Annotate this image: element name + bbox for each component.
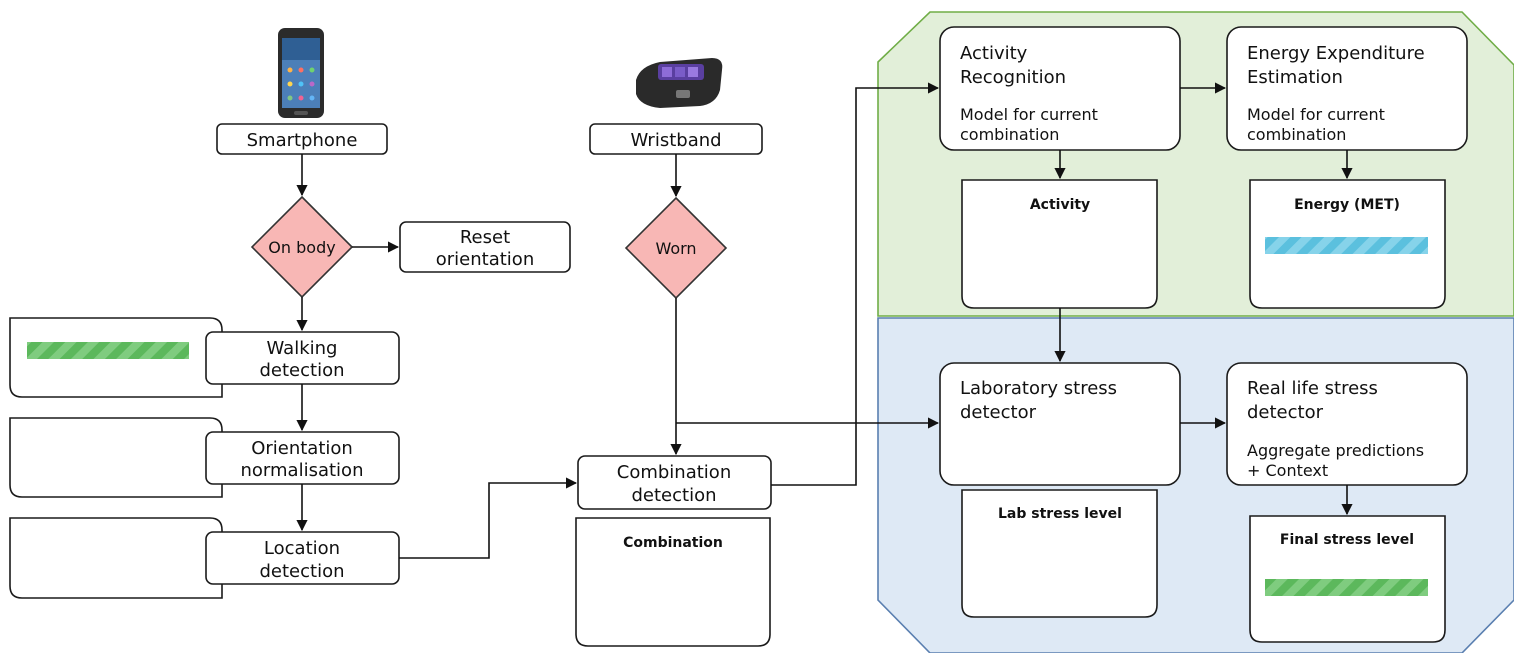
real-sub1: Aggregate predictions — [1247, 441, 1424, 460]
final-stress-output-label: Final stress level — [1280, 532, 1414, 548]
energy-expenditure-node: Energy Expenditure Estimation Model for … — [1226, 26, 1468, 151]
activity-line2: Recognition — [960, 67, 1066, 88]
real-life-stress-detector-node: Real life stress detector Aggregate pred… — [1226, 362, 1468, 486]
connectors — [296, 82, 1353, 559]
orientation-line1: Orientation — [251, 438, 353, 459]
worn-label: Worn — [655, 239, 696, 258]
reset-line2: orientation — [436, 249, 534, 270]
on-body-decision: On body — [250, 195, 354, 299]
energy-sub1: Model for current — [1247, 105, 1385, 124]
combination-output-label: Combination — [623, 535, 723, 551]
smartphone-icon — [278, 28, 324, 118]
walking-line2: detection — [259, 360, 344, 381]
wristband-label: Wristband — [630, 130, 721, 151]
final-stress-progress-bar — [1265, 579, 1428, 596]
lab-line1: Laboratory stress — [960, 378, 1117, 399]
activity-output-label: Activity — [1030, 197, 1090, 213]
activity-recognition-node: Activity Recognition Model for current c… — [939, 26, 1181, 151]
wristband-icon — [636, 58, 723, 108]
real-line2: detector — [1247, 402, 1324, 423]
edge-location-combination — [399, 477, 578, 559]
location-detection-node: Location detection — [205, 531, 400, 585]
location-line1: Location — [264, 538, 340, 559]
combination-output-card: Combination — [575, 517, 771, 647]
real-sub2: + Context — [1247, 461, 1328, 480]
energy-progress-bar — [1265, 237, 1428, 254]
orientation-output-card — [9, 417, 223, 498]
activity-sub1: Model for current — [960, 105, 1098, 124]
edge-combination-activity — [771, 82, 940, 486]
reset-orientation-node: Reset orientation — [399, 221, 571, 273]
energy-line1: Energy Expenditure — [1247, 43, 1425, 64]
smartphone-node: Smartphone — [216, 123, 388, 155]
final-stress-output-card: Final stress level — [1249, 515, 1446, 643]
energy-output-card: Energy (MET) — [1249, 179, 1446, 309]
energy-output-label: Energy (MET) — [1294, 197, 1400, 213]
walking-progress-bar — [27, 342, 189, 359]
energy-line2: Estimation — [1247, 67, 1343, 88]
wristband-node: Wristband — [589, 123, 763, 155]
worn-decision: Worn — [624, 196, 728, 300]
orientation-line2: normalisation — [241, 460, 364, 481]
energy-sub2: combination — [1247, 125, 1346, 144]
lab-line2: detector — [960, 402, 1037, 423]
real-line1: Real life stress — [1247, 378, 1378, 399]
lab-stress-output-card: Lab stress level — [961, 489, 1158, 618]
lab-stress-detector-node: Laboratory stress detector — [939, 362, 1181, 486]
location-output-card — [9, 517, 223, 599]
combination-detection-node: Combination detection — [577, 455, 772, 510]
activity-sub2: combination — [960, 125, 1059, 144]
walking-output-card — [9, 317, 223, 398]
walking-detection-node: Walking detection — [205, 331, 400, 385]
walking-line1: Walking — [267, 338, 338, 359]
orientation-normalisation-node: Orientation normalisation — [205, 431, 400, 485]
reset-line1: Reset — [460, 227, 510, 248]
lab-stress-output-label: Lab stress level — [998, 506, 1122, 522]
on-body-label: On body — [268, 238, 335, 257]
combination-line2: detection — [631, 485, 716, 506]
location-line2: detection — [259, 561, 344, 582]
activity-output-card: Activity — [961, 179, 1158, 309]
activity-line1: Activity — [960, 43, 1028, 64]
smartphone-label: Smartphone — [247, 130, 358, 151]
combination-line1: Combination — [617, 462, 731, 483]
